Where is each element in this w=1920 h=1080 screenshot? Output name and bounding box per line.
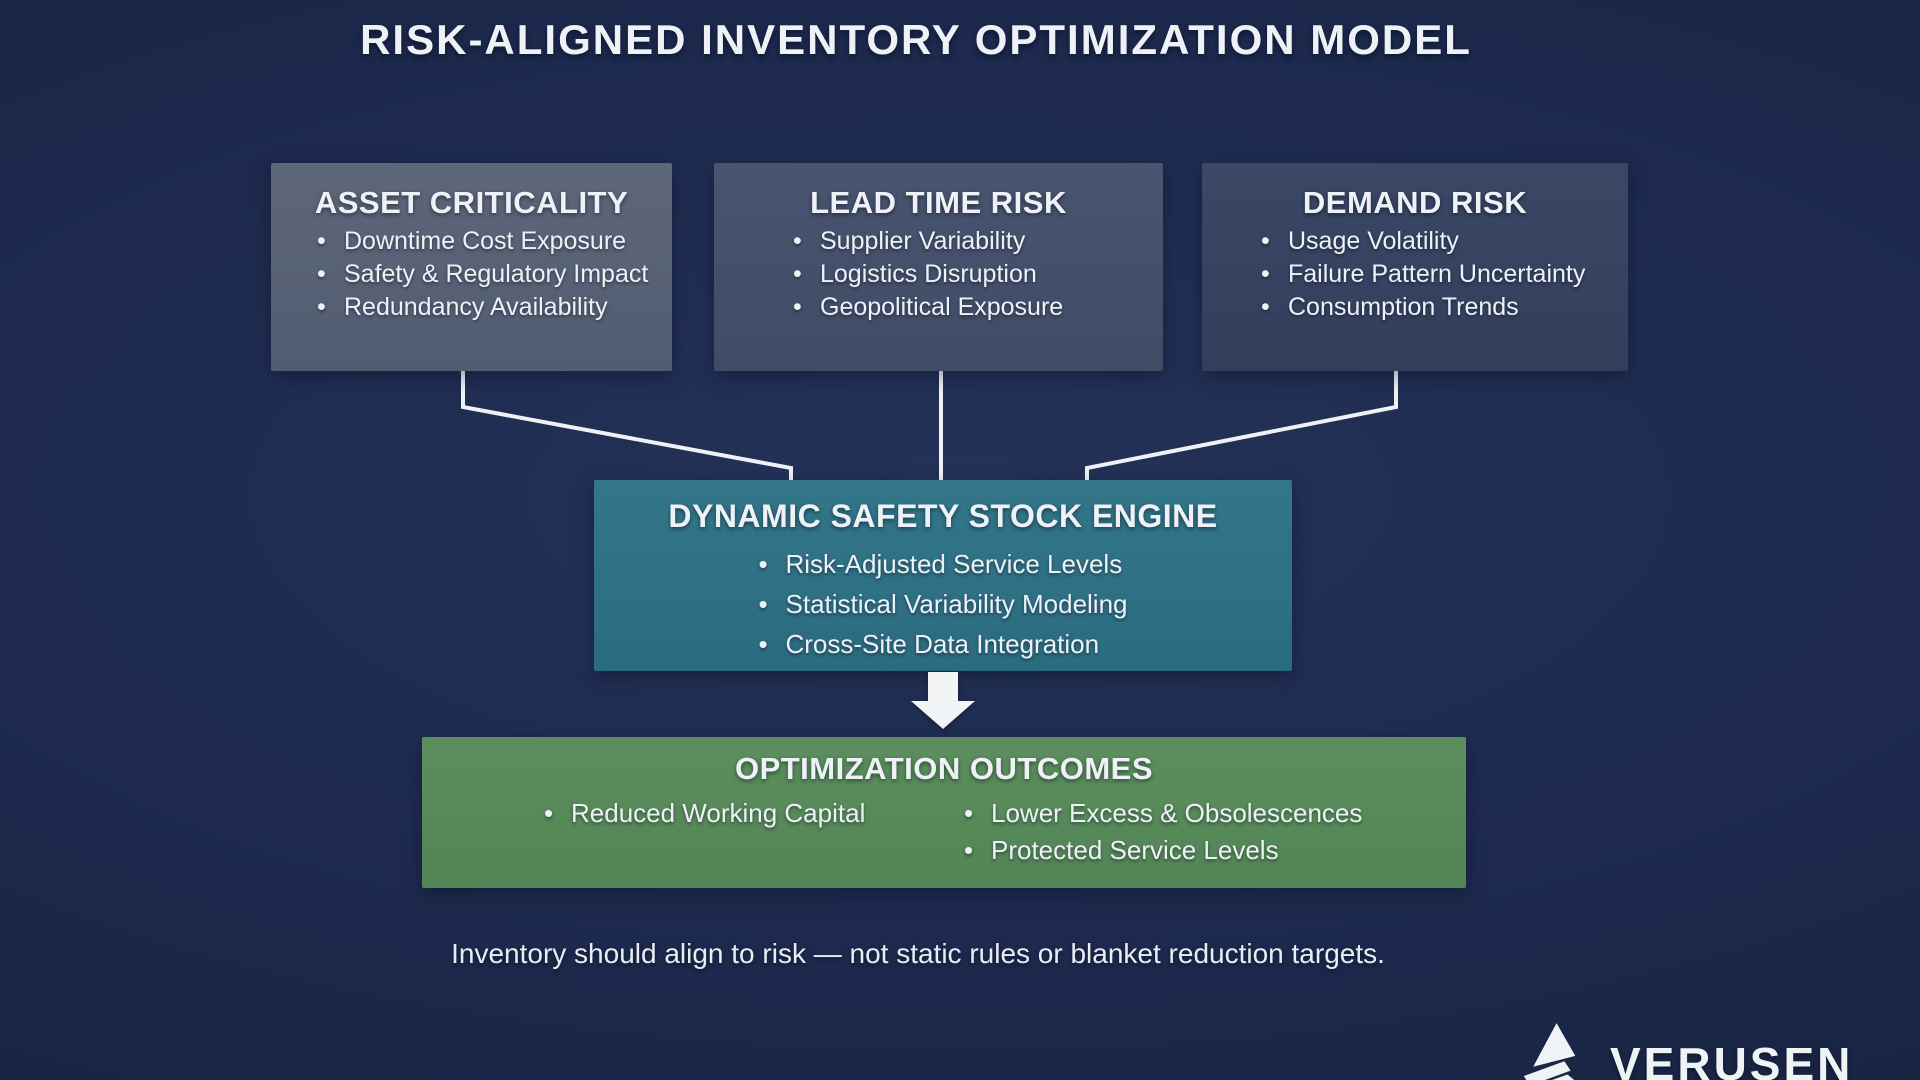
down-arrow-icon (911, 672, 975, 729)
engine-title: DYNAMIC SAFETY STOCK ENGINE (668, 498, 1218, 534)
bullet-item: Safety & Regulatory Impact (317, 258, 672, 291)
bullet-item: Cross-Site Data Integration (759, 624, 1128, 664)
bullet-item: Risk-Adjusted Service Levels (759, 544, 1128, 584)
outcomes-title: OPTIMIZATION OUTCOMES (734, 751, 1154, 786)
outcomes-list-right: Lower Excess & ObsolescencesProtected Se… (964, 795, 1362, 869)
bullet-item: Logistics Disruption (793, 258, 1163, 291)
lead-time-risk-box: LEAD TIME RISK Supplier VariabilityLogis… (714, 163, 1163, 371)
bullet-item: Geopolitical Exposure (793, 291, 1163, 324)
optimization-outcomes-box: OPTIMIZATION OUTCOMES Reduced Working Ca… (422, 737, 1466, 888)
slide-title: RISK-ALIGNED INVENTORY OPTIMIZATION MODE… (360, 16, 1472, 63)
bullet-item: Statistical Variability Modeling (759, 584, 1128, 624)
asset-criticality-list: Downtime Cost ExposureSafety & Regulator… (271, 225, 672, 324)
lead-time-risk-list: Supplier VariabilityLogistics Disruption… (714, 225, 1163, 324)
demand-risk-list: Usage VolatilityFailure Pattern Uncertai… (1202, 225, 1628, 324)
connector-asset-to-engine (461, 371, 793, 483)
demand-risk-box: DEMAND RISK Usage VolatilityFailure Patt… (1202, 163, 1628, 371)
verusen-logo: VERUSEN (1516, 1023, 1853, 1080)
bullet-item: Failure Pattern Uncertainty (1261, 258, 1628, 291)
verusen-logo-text: VERUSEN (1610, 1038, 1854, 1080)
dynamic-safety-stock-engine-box: DYNAMIC SAFETY STOCK ENGINE Risk-Adjuste… (594, 480, 1292, 671)
asset-criticality-box: ASSET CRITICALITY Downtime Cost Exposure… (271, 163, 672, 371)
bullet-item: Supplier Variability (793, 225, 1163, 258)
bullet-item: Reduced Working Capital (544, 795, 865, 832)
bullet-item: Consumption Trends (1261, 291, 1628, 324)
bullet-item: Redundancy Availability (317, 291, 672, 324)
bullet-item: Usage Volatility (1261, 225, 1628, 258)
footer-note: Inventory should align to risk — not sta… (451, 938, 1385, 969)
engine-list: Risk-Adjusted Service LevelsStatistical … (759, 544, 1128, 664)
bullet-item: Downtime Cost Exposure (317, 225, 672, 258)
outcomes-list-left: Reduced Working Capital (544, 795, 865, 832)
connector-demand-to-engine (1085, 371, 1398, 483)
demand-risk-title: DEMAND RISK (1302, 185, 1528, 220)
verusen-logo-mark-icon (1523, 1023, 1576, 1080)
bullet-item: Lower Excess & Obsolescences (964, 795, 1362, 832)
bullet-item: Protected Service Levels (964, 832, 1362, 869)
asset-criticality-title: ASSET CRITICALITY (314, 185, 629, 220)
lead-time-risk-title: LEAD TIME RISK (810, 185, 1067, 220)
